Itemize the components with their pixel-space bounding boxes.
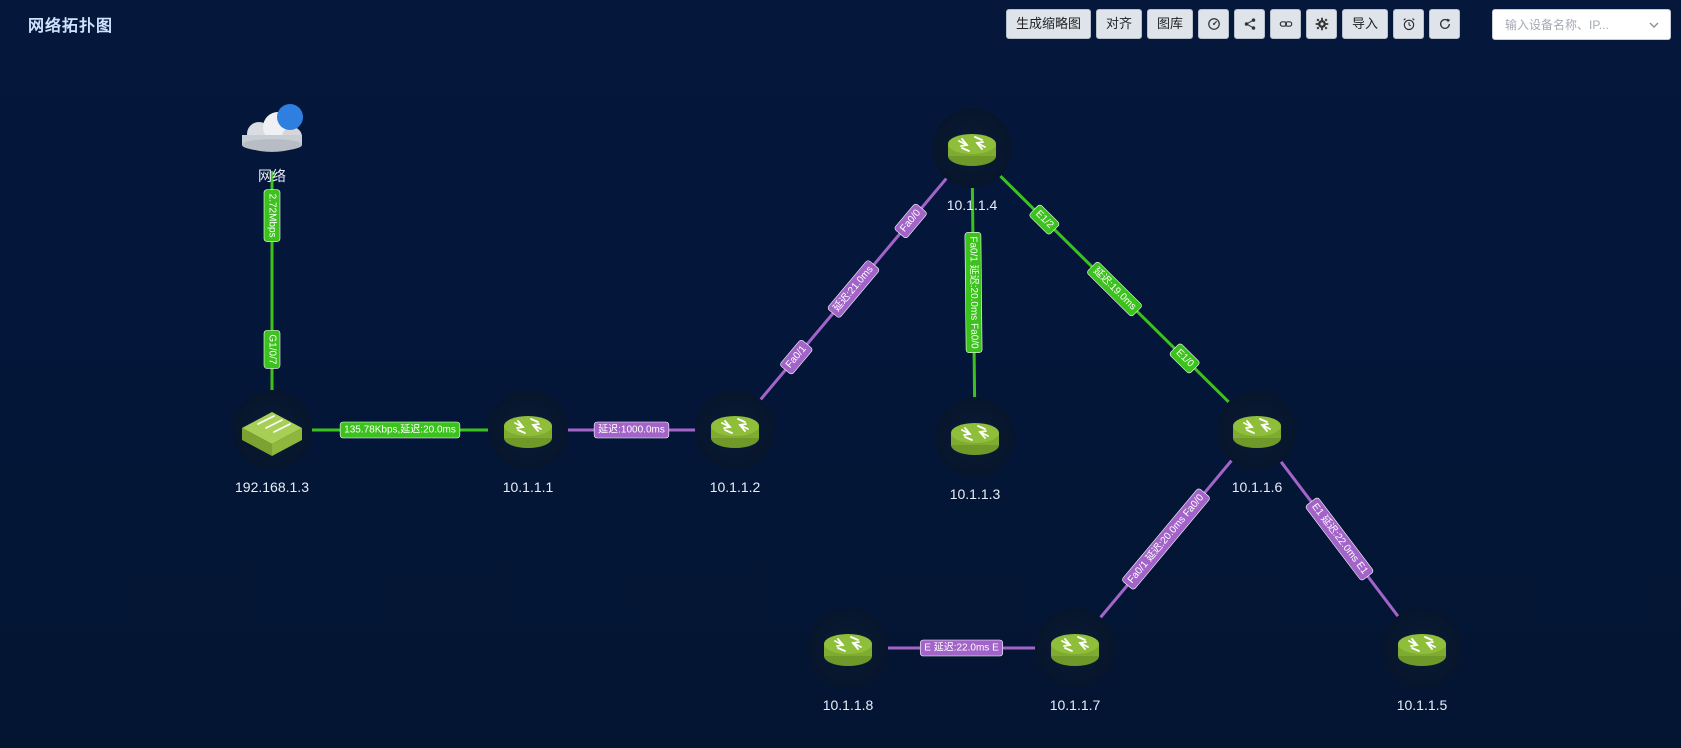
link-label-badge	[1169, 343, 1200, 374]
link-label-badge	[263, 189, 281, 242]
link-label-text: Fa0/1 延迟:20.0ms Fa0/0	[1124, 491, 1206, 586]
node-r8[interactable]: 10.1.1.8	[808, 608, 888, 713]
thumbnail-button[interactable]: 生成缩略图	[1006, 9, 1092, 39]
router-icon	[1051, 634, 1099, 666]
app-title: 网络拓扑图	[28, 18, 114, 35]
link-label: E1 延迟:22.0ms E1	[1305, 497, 1374, 581]
link-label-text: 延迟:21.0ms	[830, 263, 876, 314]
gauge-icon	[1207, 18, 1220, 30]
node-label: 10.1.1.7	[1050, 697, 1101, 713]
switch-icon	[242, 412, 302, 456]
settings-button[interactable]	[1306, 9, 1338, 39]
node-label: 10.1.1.2	[710, 479, 761, 495]
link-label: G1/0/7	[263, 330, 281, 369]
link-label: Fa0/1 延迟:20.0ms Fa0/0	[1122, 488, 1210, 590]
link-icon	[1279, 21, 1292, 27]
node-label: 10.1.1.6	[1232, 479, 1283, 495]
link-label: 延迟:1000.0ms	[593, 421, 670, 439]
alarm-clock-icon	[1402, 18, 1415, 31]
node-r7[interactable]: 10.1.1.7	[1035, 608, 1115, 713]
link-label-text: 延迟:1000.0ms	[598, 423, 665, 436]
link-label-badge	[964, 232, 983, 353]
link-label-badge	[894, 203, 927, 239]
router-icon	[711, 416, 759, 448]
link-label: E1/2	[1029, 204, 1060, 235]
align-button[interactable]: 对齐	[1096, 9, 1143, 39]
link-label: E 延迟:22.0ms E	[919, 639, 1004, 657]
cloud-icon	[242, 104, 303, 152]
alarm-button[interactable]	[1393, 9, 1425, 39]
dashboard-button[interactable]	[1198, 9, 1230, 39]
link-label-badge	[263, 330, 281, 369]
node-r1[interactable]: 10.1.1.1	[488, 390, 568, 495]
router-icon	[1398, 634, 1446, 666]
link-label: 延迟:19.0ms	[1087, 261, 1142, 317]
link-label: E1/0	[1169, 343, 1200, 374]
share-button[interactable]	[1234, 9, 1266, 39]
link-label-badge	[1122, 488, 1210, 590]
link-label-badge	[827, 260, 880, 318]
link-label-text: E1 延迟:22.0ms E1	[1309, 500, 1371, 576]
refresh-icon	[1439, 18, 1450, 29]
chevron-down-icon[interactable]	[1648, 19, 1660, 31]
library-button[interactable]: 图库	[1147, 9, 1194, 39]
node-label: 10.1.1.4	[947, 197, 998, 213]
node-label: 10.1.1.5	[1397, 697, 1448, 713]
router-icon	[824, 634, 872, 666]
toolbar: 生成缩略图 对齐 图库 导入	[1006, 9, 1461, 39]
router-icon	[1233, 416, 1281, 448]
node-label: 10.1.1.8	[823, 697, 874, 713]
node-cloud[interactable]: 网络	[242, 104, 303, 184]
gear-icon	[1315, 17, 1328, 31]
link-label-badge	[339, 421, 461, 439]
node-label: 网络	[258, 168, 286, 184]
device-search	[1492, 9, 1671, 40]
share-icon	[1244, 18, 1255, 30]
link-label: Fa0/1 延迟:20.0ms Fa0/0	[964, 232, 983, 353]
node-r5[interactable]: 10.1.1.5	[1382, 608, 1462, 713]
node-r4[interactable]: 10.1.1.4	[932, 108, 1012, 213]
node-label: 10.1.1.3	[950, 486, 1001, 502]
node-label: 192.168.1.3	[235, 479, 309, 495]
link-label-badge	[1087, 261, 1142, 317]
link-label-text: E 延迟:22.0ms E	[924, 641, 999, 654]
search-input[interactable]	[1503, 16, 1647, 33]
link-label-text: 2.72Mbps	[267, 194, 278, 238]
link-label-text: 135.78Kbps,延迟:20.0ms	[344, 423, 456, 436]
refresh-button[interactable]	[1429, 9, 1461, 39]
node-sw[interactable]: 192.168.1.3	[232, 390, 312, 495]
import-button[interactable]: 导入	[1342, 9, 1389, 39]
link-label: 2.72Mbps	[263, 189, 281, 242]
link-label-text: G1/0/7	[267, 334, 278, 364]
link-label-text: Fa0/1 延迟:20.0ms Fa0/0	[967, 236, 981, 349]
status-badge	[277, 104, 303, 130]
node-r2[interactable]: 10.1.1.2	[695, 390, 775, 495]
link-label-badge	[780, 339, 813, 375]
router-icon	[948, 134, 996, 166]
link-label-badge	[1305, 497, 1374, 581]
link-label-badge	[1029, 204, 1060, 235]
link-button[interactable]	[1270, 9, 1302, 39]
link-label-text: 延迟:19.0ms	[1091, 264, 1140, 312]
node-label: 10.1.1.1	[503, 479, 554, 495]
node-r6[interactable]: 10.1.1.6	[1217, 390, 1297, 495]
link-label-badge	[919, 639, 1004, 657]
router-icon	[504, 416, 552, 448]
router-icon	[951, 423, 999, 455]
link-label: 135.78Kbps,延迟:20.0ms	[339, 421, 461, 439]
node-r3[interactable]: 10.1.1.3	[935, 397, 1015, 502]
link-label-badge	[593, 421, 670, 439]
link-label: 延迟:21.0ms	[827, 260, 880, 318]
